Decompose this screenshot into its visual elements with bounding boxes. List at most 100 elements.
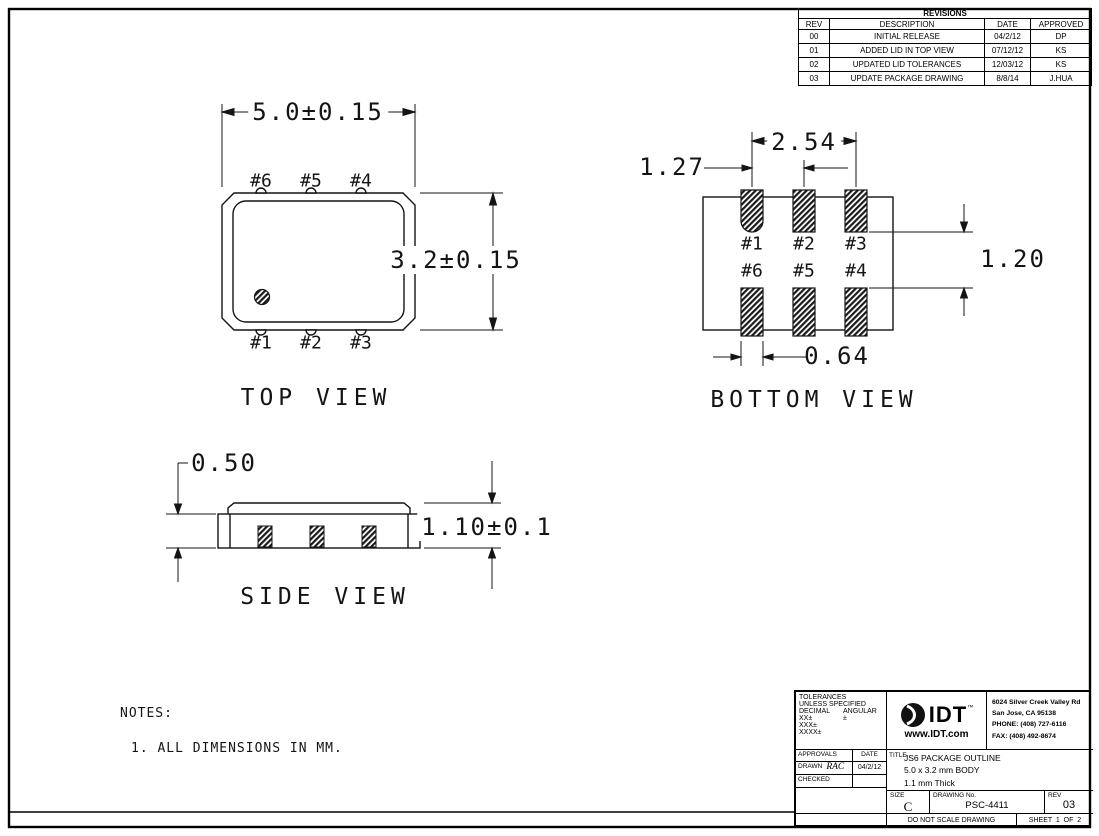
checked-date: [853, 775, 887, 788]
tolerances-line2: UNLESS SPECIFIED: [799, 701, 866, 708]
revisions-table: REVISIONS REV DESCRIPTION DATE APPROVED …: [797, 8, 1093, 86]
rev-cell: 01: [798, 43, 830, 58]
notes-heading: NOTES:: [120, 706, 173, 721]
do-not-scale-note: DO NOT SCALE DRAWING: [887, 814, 1017, 827]
pin-label-3: #3: [350, 332, 372, 354]
dim-bottom-span: 2.54: [767, 128, 841, 156]
revisions-header-row: REV DESCRIPTION DATE APPROVED: [798, 18, 1093, 30]
rev-cell-block: REV 03: [1045, 791, 1093, 814]
revision-row: 01 ADDED LID IN TOP VIEW 07/12/12 KS: [798, 43, 1093, 58]
title-line-3: 1.1 mm Thick: [904, 777, 955, 788]
tolerances-xx-row: XX± ±: [799, 715, 886, 722]
dim-bottom-pitch: 1.27: [639, 153, 705, 181]
angular-label: ANGULAR: [843, 708, 877, 715]
size-value: C: [903, 799, 913, 814]
address-line-2: San Jose, CA 95138: [992, 710, 1056, 718]
pad-4: [844, 287, 868, 337]
approvals-date-header: DATE: [853, 750, 887, 762]
description-cell: ADDED LID IN TOP VIEW: [829, 43, 985, 58]
pin-label-1: #1: [250, 332, 272, 354]
dim-top-height: 3.2±0.15: [386, 246, 526, 274]
drawing-title-cell: TITLE JS6 PACKAGE OUTLINE 5.0 x 3.2 mm B…: [887, 750, 1093, 791]
trademark-symbol: ™: [967, 704, 974, 711]
size-cell: SIZE C: [887, 791, 930, 814]
date-cell: 12/03/12: [984, 57, 1031, 72]
approved-cell: J.HUA: [1029, 71, 1093, 86]
bottom-pin-label-3: #3: [845, 233, 867, 255]
xx-tolerance: XX±: [799, 715, 813, 722]
xxxx-tolerance: XXXX±: [799, 729, 822, 736]
pin-label-6: #6: [250, 170, 272, 192]
revision-row: 03 UPDATE PACKAGE DRAWING 8/8/14 J.HUA: [798, 71, 1093, 86]
decimal-label: DECIMAL: [799, 708, 831, 715]
dim-side-offset: 0.50: [191, 449, 257, 477]
rev-cell: 00: [798, 29, 830, 44]
checked-label: CHECKED: [796, 775, 853, 788]
date-cell: 04/2/12: [984, 29, 1031, 44]
sheet-frame: [7, 7, 1092, 829]
revisions-title-row: REVISIONS: [797, 8, 1093, 19]
pad-2: [792, 189, 816, 233]
side-view-dimension-lines: [166, 461, 501, 589]
pad-3: [844, 189, 868, 233]
drawn-label: DRAWN: [798, 763, 823, 770]
revision-row: 00 INITIAL RELEASE 04/2/12 DP: [798, 29, 1093, 44]
rev-cell: 02: [798, 57, 830, 72]
date-cell: 8/8/14: [984, 71, 1031, 86]
title-label: TITLE: [889, 752, 907, 759]
dim-top-width: 5.0±0.15: [248, 98, 388, 126]
address-line-1: 6024 Silver Creek Valley Rd: [992, 699, 1081, 706]
left-bottom-strip: [796, 814, 887, 827]
title-block: TOLERANCES UNLESS SPECIFIED DECIMAL ANGU…: [794, 690, 1093, 827]
pad-5: [792, 287, 816, 337]
dim-bottom-gap: 1.20: [980, 245, 1046, 273]
tolerances-headers: DECIMAL ANGULAR: [799, 708, 886, 715]
description-cell: UPDATE PACKAGE DRAWING: [829, 71, 985, 86]
approved-cell: DP: [1029, 29, 1093, 44]
bottom-pin-label-6: #6: [741, 260, 763, 282]
drawn-date: 04/2/12: [853, 762, 887, 775]
title-line-2: 5.0 x 3.2 mm BODY: [904, 765, 980, 776]
idt-logo-icon: [900, 702, 925, 727]
angular-tolerance: ±: [843, 715, 847, 722]
drawing-title-lines: JS6 PACKAGE OUTLINE 5.0 x 3.2 mm BODY 1.…: [904, 752, 1093, 789]
xxx-tolerance: XXX±: [799, 722, 817, 729]
pin-label-2: #2: [300, 332, 322, 354]
bottom-pin-label-5: #5: [793, 260, 815, 282]
notes-item-1: 1. ALL DIMENSIONS IN MM.: [131, 741, 343, 756]
rev-label: REV: [1048, 792, 1062, 799]
size-label: SIZE: [890, 792, 905, 799]
tolerances-box: TOLERANCES UNLESS SPECIFIED DECIMAL ANGU…: [796, 692, 887, 750]
approvals-header: APPROVALS: [796, 750, 853, 762]
company-fax: FAX: (408) 492-8674: [992, 732, 1056, 740]
logo-row: IDT ™: [900, 702, 973, 728]
pad-1: [740, 189, 764, 233]
company-logo-cell: IDT ™ www.IDT.com: [887, 692, 987, 750]
company-address: 6024 Silver Creek Valley Rd San Jose, CA…: [987, 692, 1093, 750]
company-phone: PHONE: (408) 727-6116: [992, 721, 1067, 729]
drawn-signature: RAC: [826, 762, 845, 772]
drawing-number-value: PSC-4411: [965, 800, 1009, 811]
bottom-pin-label-2: #2: [793, 233, 815, 255]
drawn-row: DRAWN RAC: [796, 762, 853, 775]
drawing-number-cell: DRAWING No. PSC-4411: [930, 791, 1045, 814]
pin-label-4: #4: [350, 170, 372, 192]
rev-cell: 03: [798, 71, 830, 86]
date-header: DATE: [984, 18, 1031, 30]
approved-cell: KS: [1029, 43, 1093, 58]
title-line-1: JS6 PACKAGE OUTLINE: [904, 753, 1001, 763]
dim-bottom-pad-width: 0.64: [804, 342, 870, 370]
description-cell: INITIAL RELEASE: [829, 29, 985, 44]
side-pad-1: [257, 525, 273, 548]
side-pad-3: [361, 525, 377, 548]
pad-6: [740, 287, 764, 337]
description-cell: UPDATED LID TOLERANCES: [829, 57, 985, 72]
approvals-empty-cell: [796, 788, 887, 814]
bottom-pin-label-4: #4: [845, 260, 867, 282]
description-header: DESCRIPTION: [829, 18, 985, 30]
side-view-title: SIDE VIEW: [240, 584, 410, 610]
drawing-number-label: DRAWING No.: [933, 792, 977, 799]
company-website: www.IDT.com: [904, 728, 969, 740]
rev-header: REV: [798, 18, 830, 30]
